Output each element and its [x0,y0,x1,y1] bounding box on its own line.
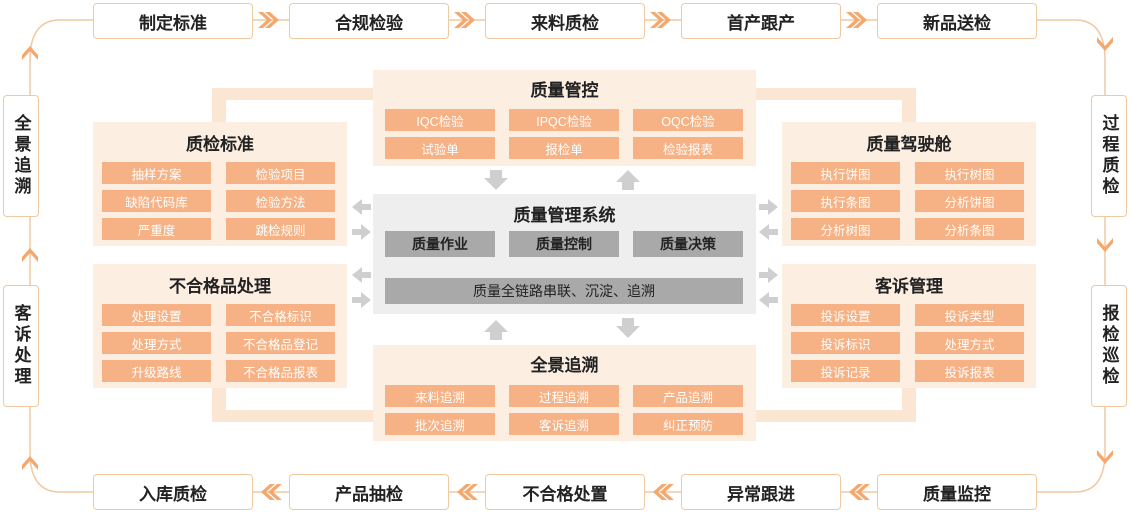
panel-quality-control: 质量管控 IQC检验 IPQC检验 OQC检验 试验单 报检单 检验报表 [373,70,756,166]
chip[interactable]: 不合格品登记 [226,332,335,354]
arrow-right-icon [352,292,371,308]
bracket-top-left-v [212,88,226,124]
chip[interactable]: 执行饼图 [791,162,900,184]
top-flow-arrows [258,12,867,28]
chip[interactable]: 试验单 [385,137,495,159]
chip[interactable]: 抽样方案 [102,162,211,184]
chip[interactable]: 不合格品报表 [226,360,335,382]
stage-top-2: 合规检验 [289,3,449,39]
stage-right-1: 过程质检 [1091,95,1127,217]
chip[interactable]: 投诉设置 [791,304,900,326]
module-decision[interactable]: 质量决策 [633,231,743,257]
stage-bottom-3: 不合格处置 [485,474,645,510]
stage-right-2: 报检巡检 [1091,285,1127,407]
chip[interactable]: 产品追溯 [633,385,743,407]
chip[interactable]: 处理方式 [102,332,211,354]
arrow-right-icon [759,199,778,215]
arrow-right-icon [352,224,371,240]
stage-left-1: 全景追溯 [3,95,39,217]
panel-title: 质量管控 [530,81,599,100]
chip[interactable]: 严重度 [102,218,211,240]
stage-bottom-1: 入库质检 [93,474,253,510]
panel-nonconforming: 不合格品处理 处理设置 不合格标识 处理方式 不合格品登记 升级路线 不合格品报… [93,264,347,388]
arrow-up-icon [616,170,640,190]
stage-bottom-4: 异常跟进 [681,474,841,510]
chip[interactable]: 执行树图 [915,162,1024,184]
chip[interactable]: 投诉标识 [791,332,900,354]
chip[interactable]: OQC检验 [633,109,743,131]
arrow-left-icon [352,199,371,215]
bracket-top-left [212,88,373,100]
left-flow-arrows [22,46,38,470]
module-operation[interactable]: 质量作业 [385,231,495,257]
chip[interactable]: 跳检规则 [226,218,335,240]
arrow-left-icon [759,292,778,308]
chip[interactable]: 处理方式 [915,332,1024,354]
bracket-top-right-v [902,88,916,124]
chip[interactable]: 报检单 [509,137,619,159]
bracket-top-right [756,88,916,100]
arrow-up-icon [484,320,508,340]
chip[interactable]: 检验项目 [226,162,335,184]
stage-top-3: 来料质检 [485,3,645,39]
panel-inspection-standard: 质检标准 抽样方案 检验项目 缺陷代码库 检验方法 严重度 跳检规则 [93,122,347,246]
chip[interactable]: 缺陷代码库 [102,190,211,212]
center-footer: 质量全链路串联、沉淀、追溯 [385,278,743,304]
chip[interactable]: 投诉记录 [791,360,900,382]
bracket-bottom-left-v [212,386,226,422]
bracket-bottom-right [756,410,916,422]
chip[interactable]: IQC检验 [385,109,495,131]
panel-title: 客诉管理 [875,277,943,296]
chip[interactable]: 检验方法 [226,190,335,212]
arrow-right-icon [759,267,778,283]
panel-title: 全景追溯 [530,356,599,375]
chip[interactable]: 分析饼图 [915,190,1024,212]
stage-bottom-5: 质量监控 [877,474,1037,510]
chip[interactable]: 客诉追溯 [509,413,619,435]
stage-top-1: 制定标准 [93,3,253,39]
chip[interactable]: 过程追溯 [509,385,619,407]
bracket-bottom-left [212,410,373,422]
module-control[interactable]: 质量控制 [509,231,619,257]
chip[interactable]: IPQC检验 [509,109,619,131]
bracket-bottom-right-v [902,386,916,422]
chip[interactable]: 来料追溯 [385,385,495,407]
stage-top-5: 新品送检 [877,3,1037,39]
bottom-flow-arrows [261,484,870,500]
right-flow-arrows [1097,37,1113,464]
chip[interactable]: 投诉类型 [915,304,1024,326]
center-system: 质量管理系统 质量作业 质量控制 质量决策 质量全链路串联、沉淀、追溯 [373,194,756,314]
chip[interactable]: 分析条图 [915,218,1024,240]
chip[interactable]: 处理设置 [102,304,211,326]
panel-title: 质量驾驶舱 [866,135,952,154]
arrow-down-icon [616,318,640,338]
chip[interactable]: 不合格标识 [226,304,335,326]
chip[interactable]: 升级路线 [102,360,211,382]
stage-left-2: 客诉处理 [3,285,39,407]
chip[interactable]: 分析树图 [791,218,900,240]
chip[interactable]: 纠正预防 [633,413,743,435]
arrow-left-icon [759,224,778,240]
chip[interactable]: 执行条图 [791,190,900,212]
stage-top-4: 首产跟产 [681,3,841,39]
chip[interactable]: 投诉报表 [915,360,1024,382]
panel-traceability: 全景追溯 来料追溯 过程追溯 产品追溯 批次追溯 客诉追溯 纠正预防 [373,345,756,441]
panel-title: 不合格品处理 [169,277,271,296]
arrow-down-icon [484,170,508,190]
panel-cockpit: 质量驾驶舱 执行饼图 执行树图 执行条图 分析饼图 分析树图 分析条图 [782,122,1036,246]
chip[interactable]: 检验报表 [633,137,743,159]
center-title: 质量管理系统 [513,206,616,225]
stage-bottom-2: 产品抽检 [289,474,449,510]
chip[interactable]: 批次追溯 [385,413,495,435]
arrow-left-icon [352,267,371,283]
panel-title: 质检标准 [186,135,254,154]
panel-complaints: 客诉管理 投诉设置 投诉类型 投诉标识 处理方式 投诉记录 投诉报表 [782,264,1036,388]
